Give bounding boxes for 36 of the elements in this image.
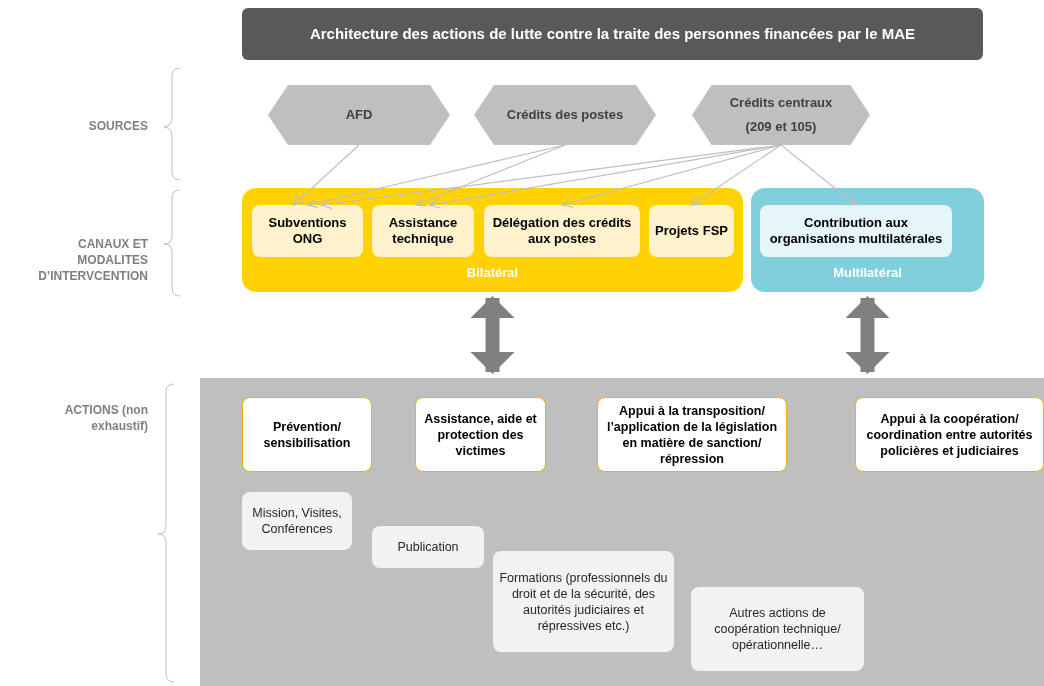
group-label: Bilatéral [465,263,520,282]
group-label: Multilatéral [832,263,903,282]
arrow [292,144,360,206]
arrow [690,144,782,206]
source-label: Crédits centraux [729,94,833,112]
channel-group [751,188,984,292]
channel-box: Assistance technique [372,205,474,257]
arrow [306,144,566,209]
arrow [415,144,566,207]
activity-box: Publication [372,526,484,568]
source-label: (209 et 105) [745,118,817,136]
channel-box: Délégation des crédits aux postes [484,205,640,257]
action-box: Prévention/ sensibilisation [242,397,372,472]
action-box: Assistance, aide et protection des victimes [415,397,546,472]
channel-group [242,188,743,292]
activity-box: Formations (professionnels du droit et de la sécurité, des autorités judiciaires et répressives etc.) [493,551,674,652]
source-label: AFD [345,106,373,124]
section-label: ACTIONS (non exhaustif) [63,402,148,434]
actions-panel [200,378,1044,686]
activity-box: Autres actions de coopération technique/ opérationnelle… [691,587,864,671]
double-arrow [845,296,890,374]
title: Architecture des actions de lutte contre la traite des personnes financées par le MAE [309,23,916,44]
channel-box: Subventions ONG [252,205,363,257]
source-hexagon [474,85,656,145]
source-label: Crédits des postes [506,106,624,124]
source-hexagon [268,85,450,145]
activity-box: Mission, Visites, Conférences [242,492,352,550]
action-box: Appui à la transposition/ l’application de la législation en matière de sanction/ répression [597,397,787,472]
double-arrow [470,296,515,374]
section-label: CANAUX ET MODALITES D’INTERVCENTION [37,236,148,284]
channel-box: Contribution aux organisations multilatérales [760,205,952,257]
channel-box: Projets FSP [649,205,734,257]
section-label: SOURCES [87,118,148,134]
action-box: Appui à la coopération/ coordination entre autorités policières et judiciaires [855,397,1044,472]
arrow [780,144,857,206]
source-hexagon [692,85,870,145]
